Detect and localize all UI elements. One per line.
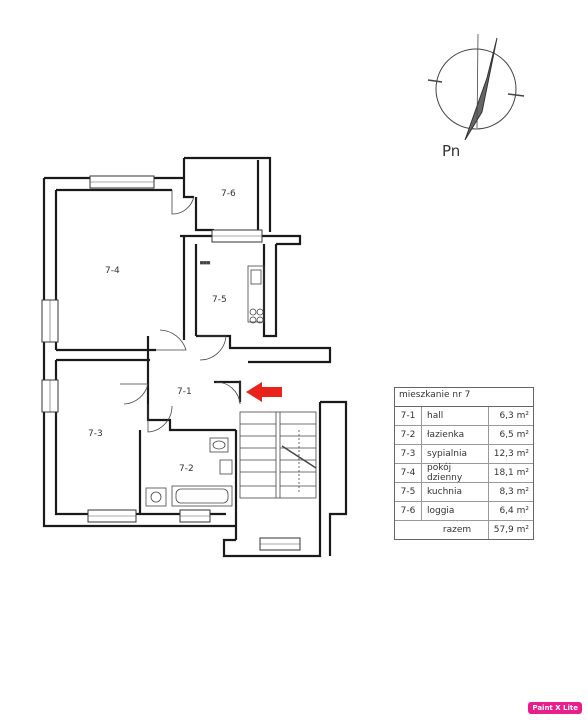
north-label: Pn — [442, 142, 460, 160]
legend-row: 7-5 kuchnia 8,3 m² — [395, 483, 533, 502]
legend-row: 7-3 sypialnia 12,3 m² — [395, 445, 533, 464]
staircase — [239, 411, 317, 499]
area-legend-table: mieszkanie nr 7 7-1 hall 6,3 m² 7-2 łazi… — [394, 387, 534, 540]
legend-row: 7-6 loggia 6,4 m² — [395, 502, 533, 521]
legend-room-area: 8,3 m² — [499, 487, 529, 497]
kitchen-fixtures: ▪▪▪ — [200, 260, 265, 324]
svg-text:▪▪▪: ▪▪▪ — [200, 260, 210, 266]
legend-room-id: 7-3 — [395, 445, 422, 463]
room-label-7-3: 7-3 — [88, 429, 103, 439]
legend-room-id: 7-1 — [395, 407, 422, 425]
door-swings — [120, 190, 241, 433]
walls — [42, 156, 348, 558]
legend-room-area: 12,3 m² — [493, 449, 529, 459]
legend-total-row: razem 57,9 m² — [395, 521, 533, 539]
legend-title: mieszkanie nr 7 — [395, 388, 533, 407]
entrance-arrow-icon — [246, 382, 282, 402]
room-label-7-2: 7-2 — [179, 464, 194, 474]
legend-row: 7-4 pokój dzienny 18,1 m² — [395, 463, 533, 483]
legend-row: 7-2 łazienka 6,5 m² — [395, 426, 533, 445]
room-label-7-6: 7-6 — [221, 189, 236, 199]
legend-room-area: 18,1 m² — [493, 468, 529, 478]
legend-room-name: pokój dzienny — [422, 463, 489, 483]
legend-room-id: 7-4 — [395, 464, 422, 482]
north-compass: Pn — [427, 33, 525, 160]
room-label-7-1: 7-1 — [177, 387, 192, 397]
room-label-7-5: 7-5 — [212, 295, 227, 305]
bathroom-fixtures — [145, 437, 233, 507]
legend-room-name: łazienka — [422, 426, 489, 444]
legend-total-label: razem — [421, 521, 489, 539]
legend-room-id: 7-2 — [395, 426, 422, 444]
room-label-7-4: 7-4 — [105, 266, 120, 276]
legend-row: 7-1 hall 6,3 m² — [395, 407, 533, 426]
legend-room-name: sypialnia — [422, 445, 489, 463]
watermark-badge: Paint X Lite — [528, 702, 582, 714]
legend-room-area: 6,5 m² — [499, 430, 529, 440]
legend-room-area: 6,4 m² — [499, 506, 529, 516]
compass-needle-icon — [464, 37, 498, 141]
legend-room-id: 7-5 — [395, 483, 422, 501]
legend-room-name: hall — [422, 407, 489, 425]
legend-total-area: 57,9 m² — [493, 525, 529, 535]
legend-room-id: 7-6 — [395, 502, 422, 520]
legend-total-spacer — [395, 521, 421, 539]
legend-room-name: kuchnia — [422, 483, 489, 501]
legend-room-area: 6,3 m² — [499, 411, 529, 421]
legend-room-name: loggia — [422, 502, 489, 520]
